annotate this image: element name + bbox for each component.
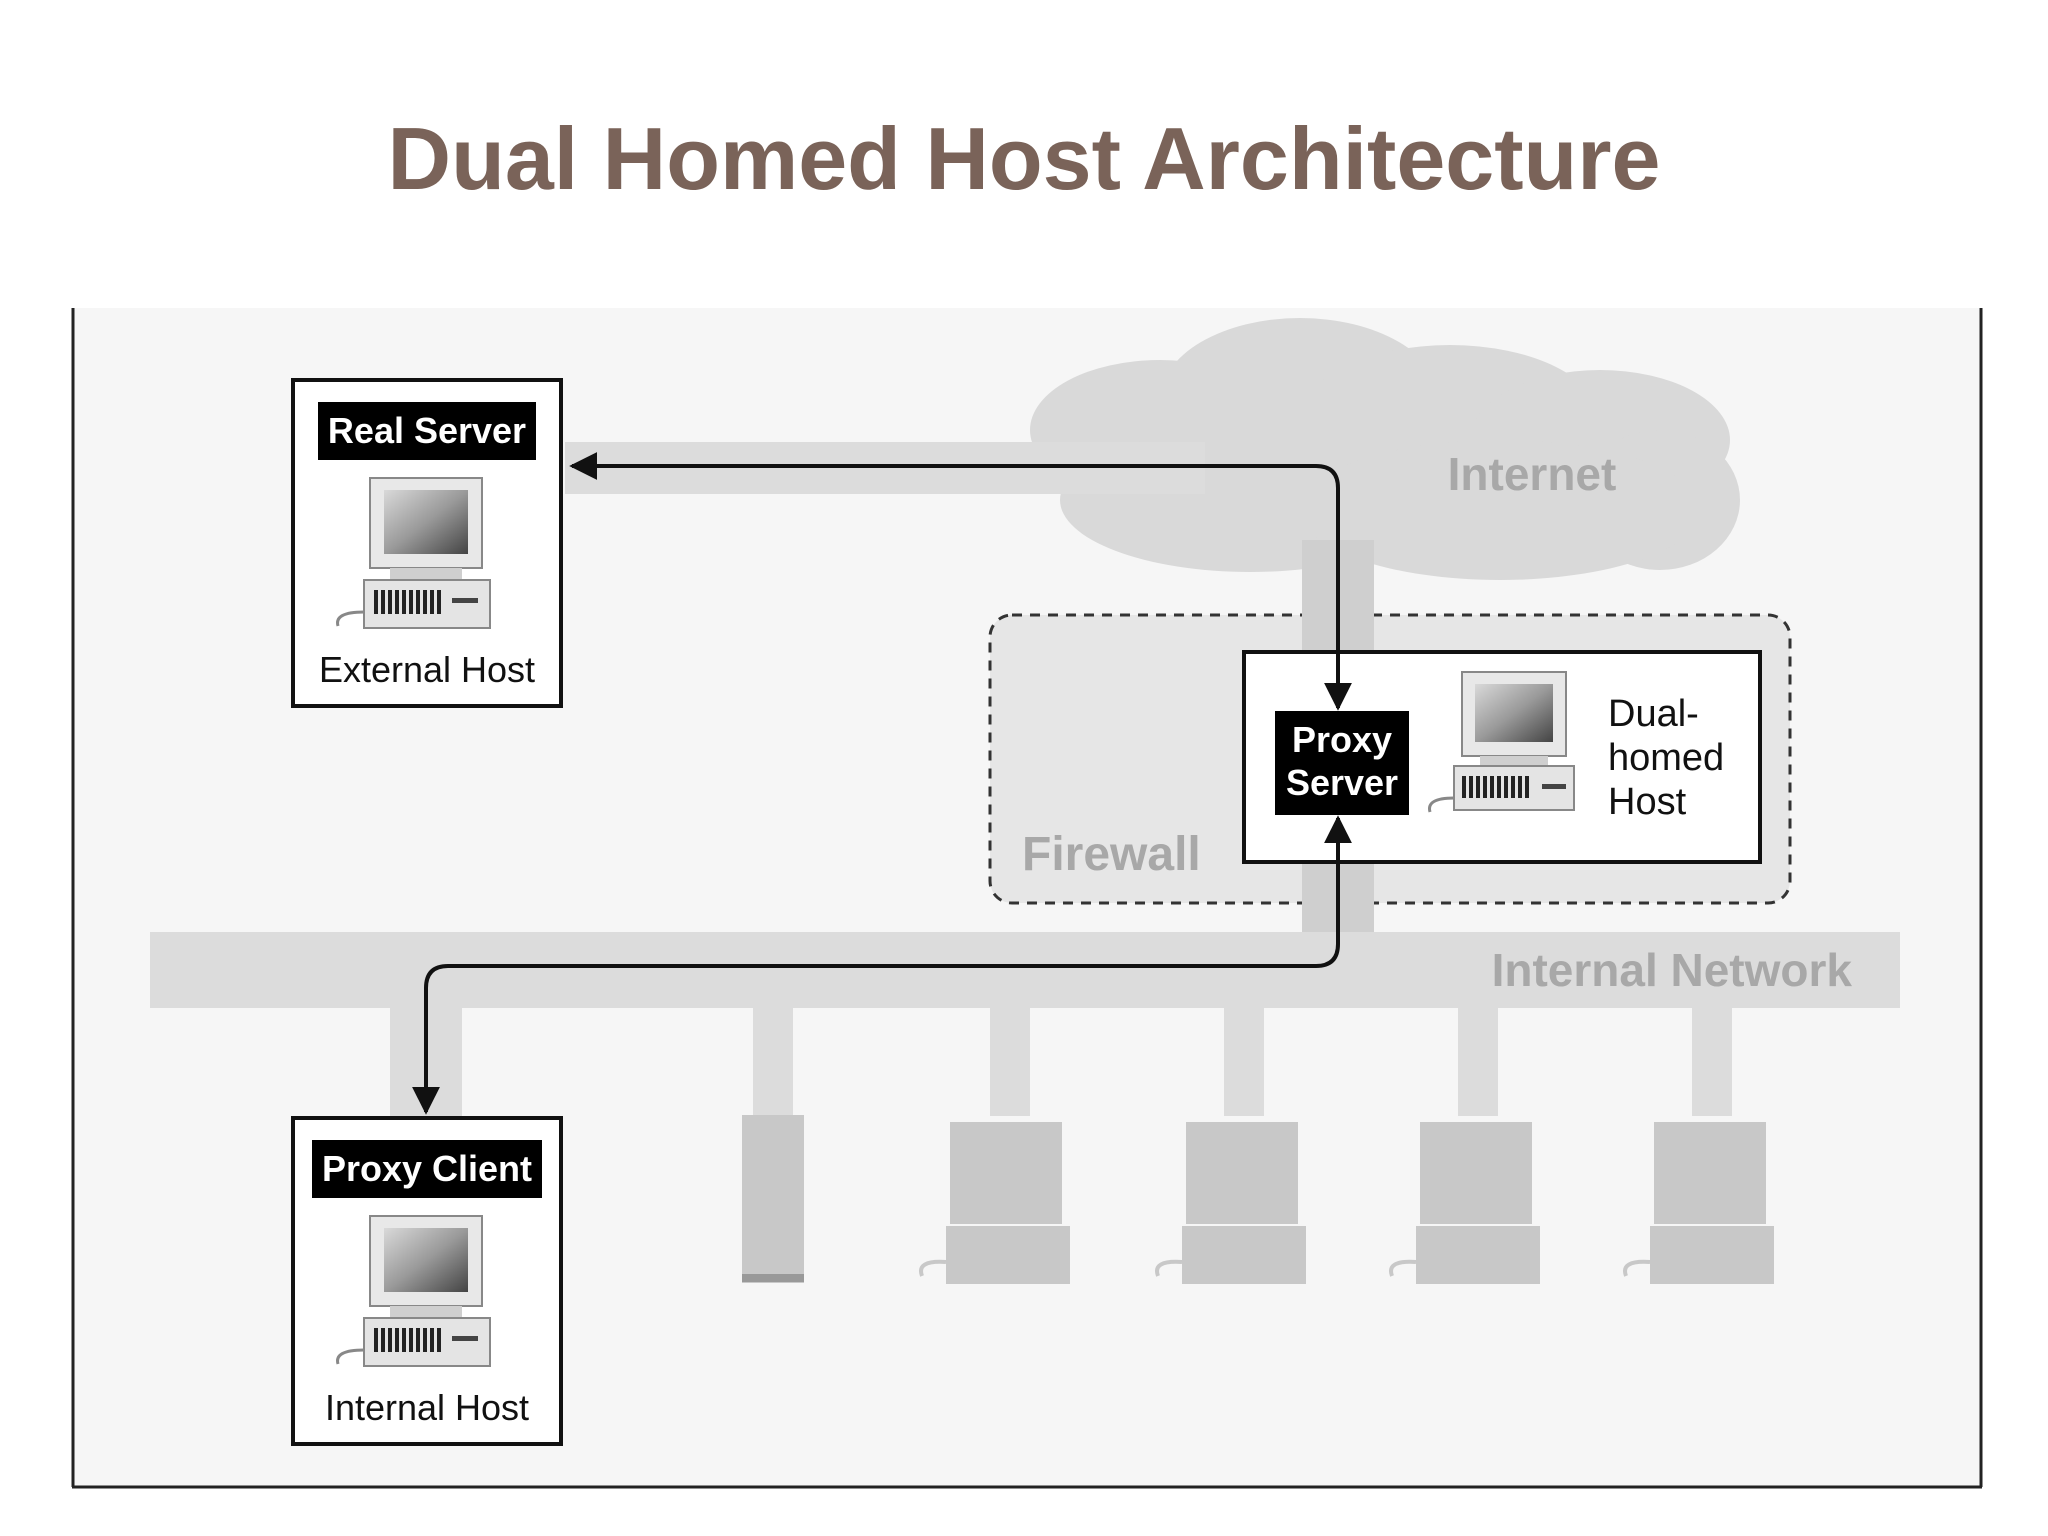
- page-title: Dual Homed Host Architecture: [387, 109, 1661, 208]
- real-server-label: Real Server: [328, 410, 526, 451]
- proxy-server-label-line2: Server: [1286, 762, 1398, 803]
- real-server-badge: [318, 402, 536, 460]
- internal-network-label: Internal Network: [1492, 944, 1853, 996]
- firewall-label: Firewall: [1022, 828, 1201, 881]
- internal-workstation: [1623, 1122, 1774, 1284]
- proxy-server-badge: [1275, 711, 1409, 815]
- computer-icon: [1428, 671, 1575, 813]
- proxy-client-badge: [312, 1140, 542, 1198]
- external-host-caption: External Host: [319, 649, 535, 690]
- arrow-proxy-to-client: [412, 815, 1352, 1115]
- internal-network-bus: Internal Network: [150, 932, 1900, 1008]
- arrow-proxy-to-real-server: [569, 452, 1352, 711]
- internal-host-caption: Internal Host: [325, 1387, 529, 1428]
- internal-host-box: Proxy Client Internal Host: [291, 1116, 563, 1446]
- dual-homed-label-line3: Host: [1608, 781, 1687, 823]
- computer-icon: [336, 1215, 491, 1367]
- dual-homed-label-line1: Dual-: [1608, 693, 1699, 735]
- internal-workstation: [1155, 1122, 1306, 1284]
- proxy-client-label: Proxy Client: [322, 1148, 532, 1189]
- internal-server-tower: [742, 1115, 804, 1283]
- dual-homed-label-line2: homed: [1608, 737, 1724, 779]
- internet-label: Internet: [1448, 448, 1617, 500]
- internal-workstation: [1389, 1122, 1540, 1284]
- external-host-box: Real Server External Host: [291, 378, 563, 708]
- internal-workstation: [919, 1122, 1070, 1284]
- computer-icon: [336, 477, 491, 629]
- dual-homed-host-box: Proxy Server Dual- homed Host: [1242, 650, 1762, 864]
- proxy-server-label-line1: Proxy: [1292, 719, 1392, 760]
